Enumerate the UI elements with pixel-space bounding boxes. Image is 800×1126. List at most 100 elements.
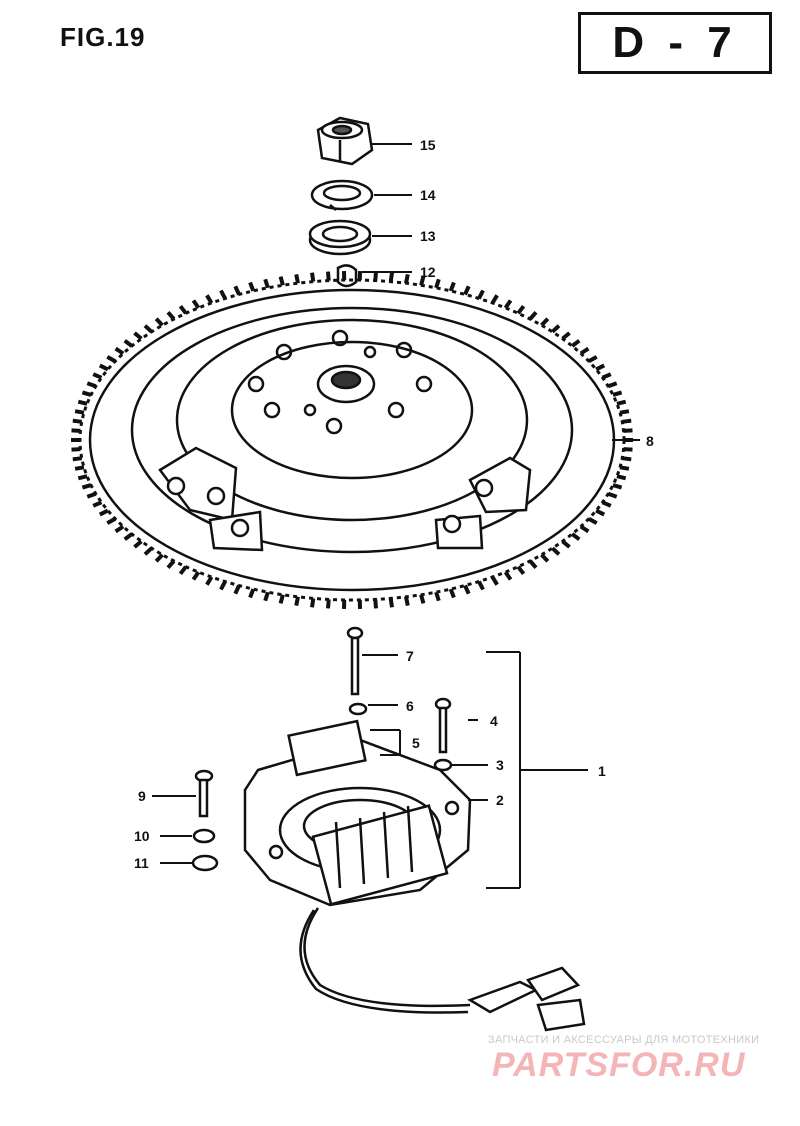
- gear-tooth: [477, 289, 485, 300]
- callout-14: 14: [420, 187, 436, 203]
- gear-tooth: [595, 508, 606, 517]
- gear-tooth: [166, 310, 176, 321]
- gear-tooth: [623, 428, 633, 433]
- gear-tooth: [579, 346, 590, 356]
- watermark-tagline: ЗАПЧАСТИ И АКСЕССУАРЫ ДЛЯ МОТОТЕХНИКИ: [488, 1034, 760, 1046]
- gear-tooth: [106, 516, 117, 525]
- gear-tooth: [114, 524, 125, 534]
- gear-tooth: [278, 594, 285, 604]
- gear-tooth: [503, 299, 513, 310]
- gear-tooth: [528, 559, 538, 570]
- gear-tooth: [205, 294, 214, 305]
- gear-tooth: [551, 546, 561, 556]
- gear-tooth: [278, 276, 285, 286]
- gear-tooth: [540, 553, 550, 563]
- gear-tooth: [191, 299, 201, 310]
- callout-8: 8: [646, 433, 654, 449]
- gear-tooth: [166, 559, 176, 570]
- gear-tooth: [579, 524, 590, 534]
- gear-tooth: [71, 447, 81, 452]
- gear-tooth: [81, 483, 92, 490]
- gear-tooth: [561, 539, 571, 549]
- gear-tooth: [178, 565, 188, 576]
- gear-tooth: [114, 346, 125, 356]
- gear-tooth: [219, 580, 227, 591]
- gear-tooth: [77, 399, 88, 406]
- gear-tooth: [72, 418, 83, 424]
- gear-tooth: [98, 508, 109, 517]
- flywheel-teeth: [71, 271, 633, 609]
- gear-tooth: [263, 278, 270, 289]
- gear-tooth: [561, 331, 571, 341]
- part-nut: [316, 116, 374, 166]
- gear-tooth: [404, 596, 410, 607]
- gear-tooth: [143, 546, 153, 556]
- gear-tooth: [621, 456, 632, 462]
- gear-tooth: [92, 500, 103, 508]
- gear-tooth: [612, 483, 623, 490]
- figure-label: FIG.19: [60, 22, 146, 52]
- gear-tooth: [71, 428, 81, 433]
- callout-5: 5: [412, 735, 420, 751]
- gear-tooth: [373, 599, 378, 609]
- gear-tooth: [623, 447, 633, 452]
- callout-10: 10: [134, 828, 150, 844]
- gear-tooth: [178, 304, 188, 315]
- gear-tooth: [434, 591, 441, 602]
- gear-tooth: [86, 491, 97, 499]
- gear-tooth: [621, 418, 632, 424]
- gear-tooth: [388, 598, 394, 608]
- gear-tooth: [219, 289, 227, 300]
- gear-tooth: [123, 532, 134, 541]
- gear-tooth: [516, 565, 526, 576]
- gear-tooth: [503, 570, 513, 581]
- gear-tooth: [448, 281, 456, 292]
- gear-tooth: [143, 324, 153, 334]
- gear-tooth: [490, 575, 499, 586]
- gear-tooth: [310, 598, 316, 608]
- gear-tooth: [294, 273, 300, 284]
- gear-tooth: [607, 381, 618, 389]
- callout-11: 11: [134, 855, 149, 871]
- callout-3: 3: [496, 757, 504, 773]
- gear-tooth: [72, 456, 83, 462]
- part-flywheel: [78, 278, 626, 602]
- part-wire-harness: [299, 907, 586, 1032]
- gear-tooth: [463, 285, 471, 296]
- gear-tooth: [463, 584, 471, 595]
- leader-lines: [152, 143, 640, 889]
- gear-tooth: [601, 500, 612, 508]
- part-bolt-9: [194, 769, 214, 818]
- callout-7: 7: [406, 648, 414, 664]
- gear-tooth: [205, 575, 214, 586]
- gear-tooth: [86, 381, 97, 389]
- watermark-brand: PARTSFOR.RU: [492, 1046, 746, 1084]
- gear-tooth: [619, 465, 630, 471]
- gear-tooth: [612, 390, 623, 397]
- gear-tooth: [133, 331, 143, 341]
- gear-tooth: [98, 363, 109, 372]
- gear-tooth: [373, 271, 378, 281]
- callout-13: 13: [420, 228, 436, 244]
- gear-tooth: [233, 584, 241, 595]
- gear-tooth: [248, 281, 256, 292]
- gear-tooth: [77, 474, 88, 481]
- gear-tooth: [616, 399, 627, 406]
- gear-tooth: [490, 294, 499, 305]
- part-washer-3: [433, 758, 453, 772]
- gear-tooth: [233, 285, 241, 296]
- gear-tooth: [388, 272, 394, 282]
- gear-tooth: [294, 596, 300, 607]
- gear-tooth: [326, 599, 331, 609]
- gear-tooth: [310, 272, 316, 282]
- gear-tooth: [419, 594, 426, 604]
- gear-tooth: [601, 372, 612, 380]
- gear-tooth: [419, 276, 426, 286]
- part-washer: [308, 219, 372, 256]
- gear-tooth: [528, 310, 538, 321]
- gear-tooth: [263, 591, 270, 602]
- part-stator-assembly: [243, 719, 472, 907]
- gear-tooth: [191, 570, 201, 581]
- callout-6: 6: [406, 698, 414, 714]
- part-washer-10: [192, 828, 216, 844]
